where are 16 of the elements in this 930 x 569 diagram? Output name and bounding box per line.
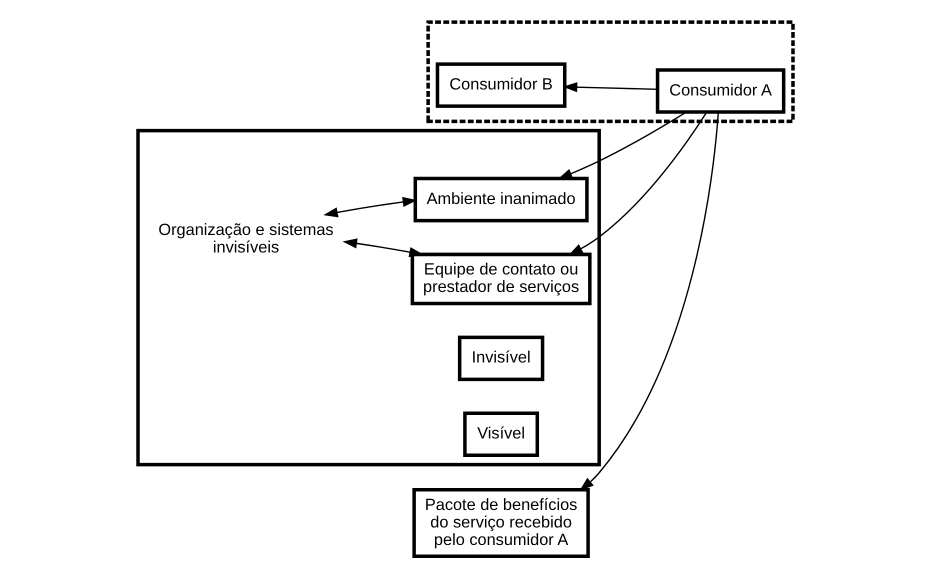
arrow [568,112,707,256]
arrow [557,112,686,180]
cluster [426,20,794,124]
node-box: Consumidor A [655,68,785,114]
arrow [578,112,719,491]
node-box: Visível [462,411,539,457]
node-box: Ambiente inanimado [413,176,588,222]
node-box: Invisível [457,336,544,382]
node-box: Pacote de benefícios do serviço recebido pelo consumidor A [412,488,590,558]
cluster [136,128,600,466]
node-box: Equipe de contato ou prestador de serviços [410,252,592,306]
node-box: Consumidor B [435,62,566,108]
arrow [562,82,657,92]
arrow [322,196,417,218]
arrow [342,238,424,258]
node-text: Organização e sistemas invisíveis [158,220,334,256]
